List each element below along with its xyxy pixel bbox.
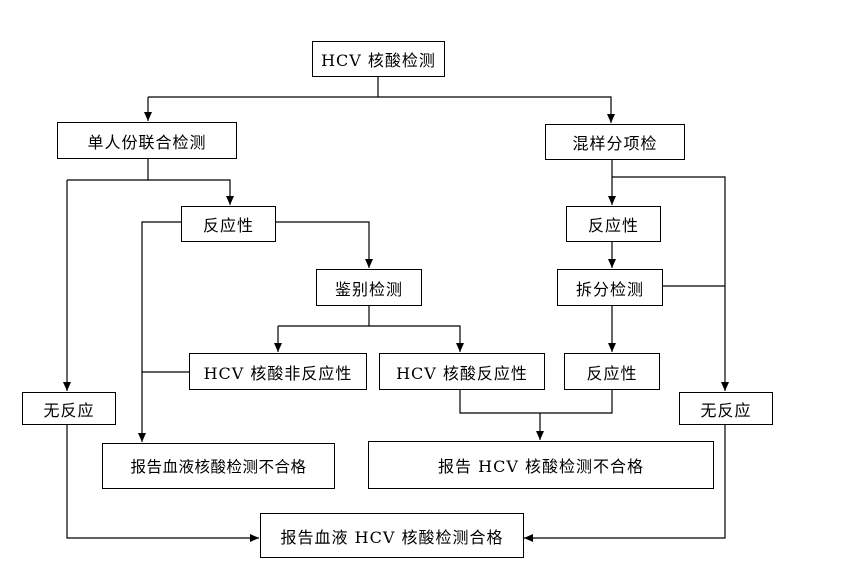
node-identify: 鉴别检测 bbox=[316, 269, 422, 306]
node-single-joint: 单人份联合检测 bbox=[57, 122, 237, 159]
node-report-pass: 报告血液 HCV 核酸检测合格 bbox=[260, 513, 524, 558]
node-reactive-right: 反应性 bbox=[566, 206, 661, 242]
arrow-left-no-reaction-to-pass bbox=[66, 425, 259, 542]
node-pooled: 混样分项检 bbox=[545, 124, 685, 160]
node-hcv-nonreactive: HCV 核酸非反应性 bbox=[189, 353, 367, 390]
arrow-to-hcv-reactive bbox=[369, 325, 464, 352]
node-reactive-left: 反应性 bbox=[181, 206, 276, 242]
connector-single-joint-split bbox=[67, 159, 149, 181]
connector-top-split bbox=[148, 76, 379, 98]
connector-pooled-side bbox=[612, 176, 729, 391]
node-report-blood-fail: 报告血液核酸检测不合格 bbox=[102, 443, 335, 489]
node-report-hcv-fail: 报告 HCV 核酸检测不合格 bbox=[368, 441, 714, 489]
node-split-test: 拆分检测 bbox=[557, 269, 663, 306]
arrow-to-identify bbox=[276, 221, 373, 268]
connector-identify-split bbox=[278, 306, 370, 327]
arrow-reactive-to-blood-fail bbox=[138, 221, 181, 442]
arrow-to-pooled bbox=[378, 96, 615, 123]
node-hcv-test: HCV 核酸检测 bbox=[312, 41, 445, 77]
node-no-reaction-left: 无反应 bbox=[22, 392, 116, 425]
node-hcv-reactive: HCV 核酸反应性 bbox=[379, 353, 545, 390]
node-reactive-bottom: 反应性 bbox=[564, 353, 660, 390]
arrow-right-no-reaction-to-pass bbox=[524, 425, 726, 542]
node-no-reaction-right: 无反应 bbox=[679, 392, 773, 425]
connector-hcv-reactive-to-fail bbox=[459, 390, 613, 414]
arrow-to-reactive-left bbox=[148, 179, 234, 205]
